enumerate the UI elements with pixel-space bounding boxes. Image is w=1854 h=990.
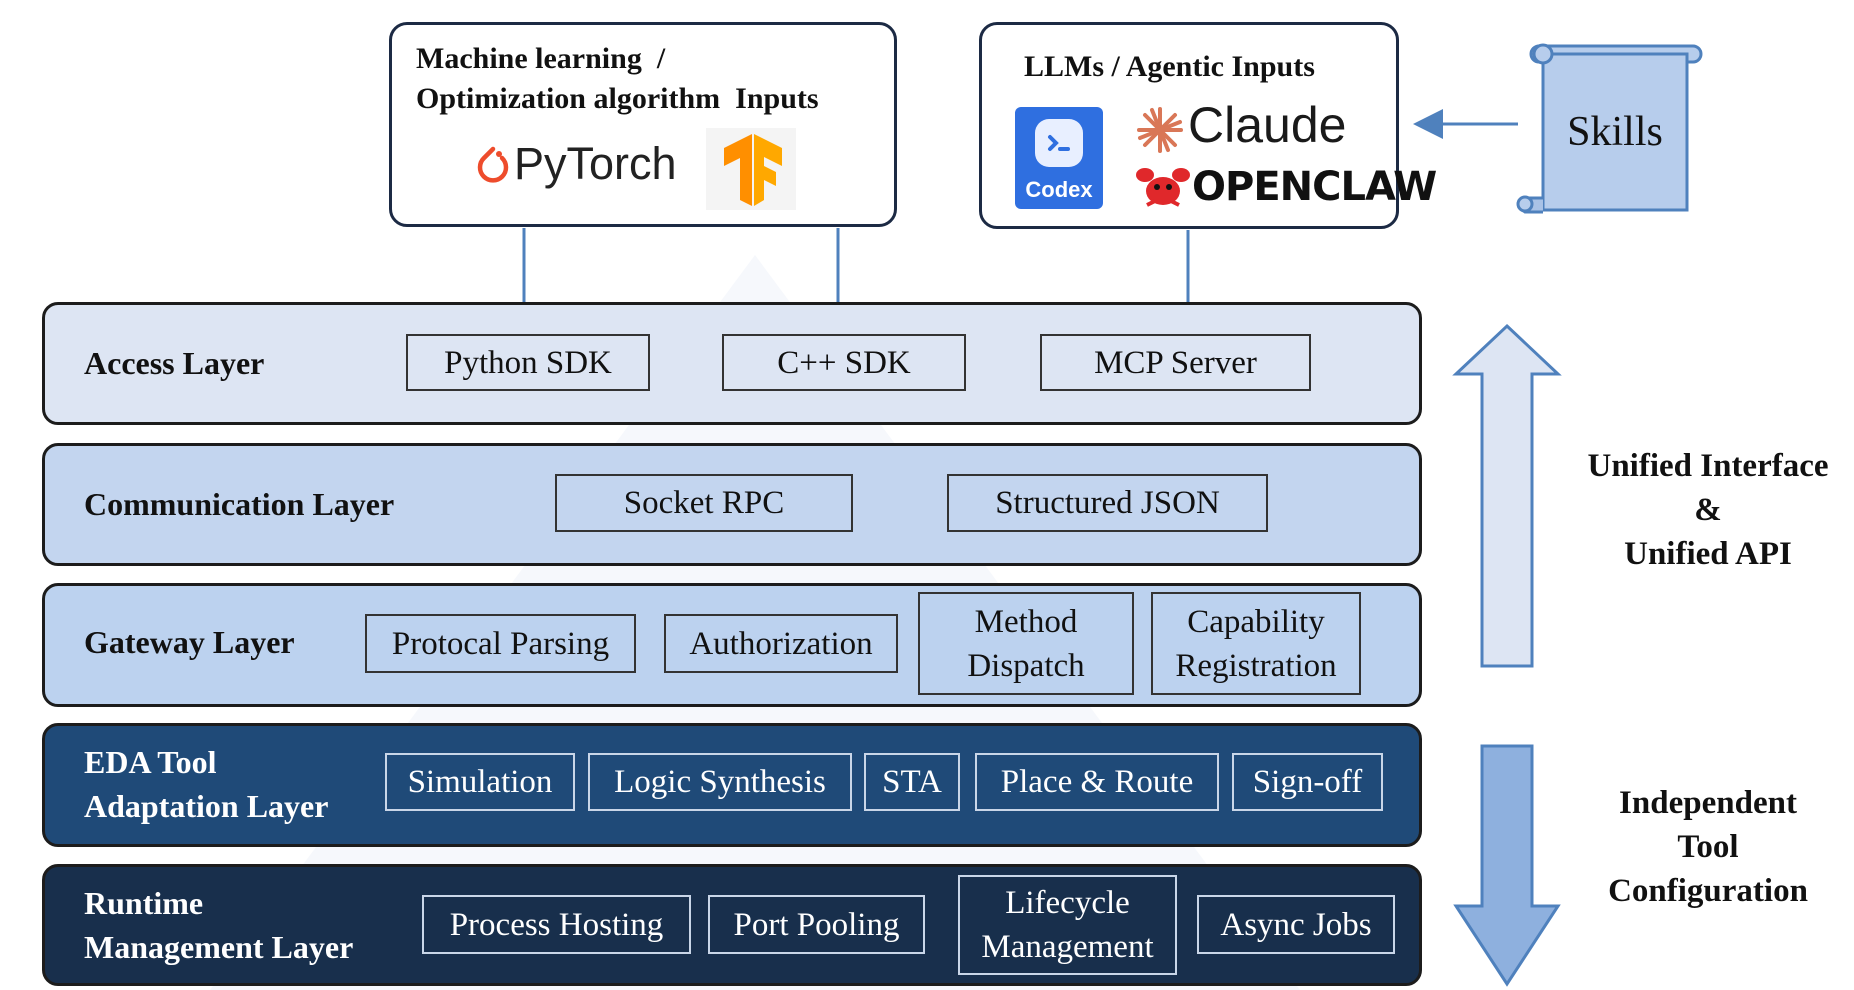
sta-chip: STA: [864, 753, 960, 811]
ml-inputs-box: Machine learning / Optimization algorith…: [389, 22, 897, 227]
python-sdk-chip: Python SDK: [406, 334, 650, 391]
independent-config-label: Independent Tool Configuration: [1608, 785, 1808, 909]
llm-inputs-box: LLMs / Agentic Inputs Codex Claude OPENC…: [979, 22, 1437, 229]
logic-synthesis-chip: Logic Synthesis: [588, 753, 852, 811]
openclaw-label: OPENCLAW: [1192, 164, 1437, 210]
codex-label: Codex: [1025, 177, 1093, 202]
mcp-server-chip: MCP Server: [1040, 334, 1311, 391]
gateway-layer: Gateway Layer Protocal Parsing Authoriza…: [42, 583, 1422, 707]
runtime-layer-title: Runtime Management Layer: [84, 885, 354, 965]
skills-label: Skills: [1567, 109, 1663, 155]
runtime-management-layer: Runtime Management Layer Process Hosting…: [42, 864, 1422, 986]
simulation-chip: Simulation: [385, 753, 575, 811]
capability-registration-chip: Capability Registration: [1151, 592, 1361, 695]
cpp-sdk-chip: C++ SDK: [722, 334, 966, 391]
codex-terminal-icon: [1035, 119, 1083, 167]
unified-interface-label: Unified Interface & Unified API: [1587, 448, 1829, 572]
communication-layer: Communication Layer Socket RPC Structure…: [42, 443, 1422, 566]
socket-rpc-chip: Socket RPC: [555, 474, 853, 532]
pytorch-flame-icon: [477, 146, 509, 183]
connector-arrows: [509, 109, 1518, 340]
tensorflow-logo-icon: [706, 128, 796, 210]
codex-logo: Codex: [1015, 107, 1103, 209]
down-arrow: [1453, 744, 1561, 987]
skills-scroll: Skills: [1503, 32, 1723, 222]
async-jobs-chip: Async Jobs: [1197, 895, 1395, 954]
process-hosting-chip: Process Hosting: [422, 895, 691, 954]
method-dispatch-chip: Method Dispatch: [918, 592, 1134, 695]
lifecycle-management-chip: Lifecycle Management: [958, 875, 1177, 975]
lobster-icon: [1136, 168, 1190, 207]
sign-off-chip: Sign-off: [1232, 753, 1383, 811]
pytorch-label: PyTorch: [514, 138, 677, 189]
protocol-parsing-chip: Protocal Parsing: [365, 614, 636, 673]
access-layer-title: Access Layer: [84, 345, 265, 381]
ml-inputs-title: Machine learning / Optimization algorith…: [416, 42, 819, 115]
authorization-chip: Authorization: [664, 614, 898, 673]
eda-adaptation-layer: EDA Tool Adaptation Layer Simulation Log…: [42, 723, 1422, 847]
place-route-chip: Place & Route: [975, 753, 1219, 811]
llm-inputs-title: LLMs / Agentic Inputs: [1024, 50, 1315, 83]
eda-layer-title: EDA Tool Adaptation Layer: [84, 744, 329, 824]
port-pooling-chip: Port Pooling: [708, 895, 925, 954]
gateway-layer-title: Gateway Layer: [84, 624, 295, 660]
access-layer: Access Layer Python SDK C++ SDK MCP Serv…: [42, 302, 1422, 425]
up-arrow: [1452, 323, 1562, 668]
claude-label: Claude: [1188, 97, 1347, 153]
scroll-icon: [1516, 43, 1703, 214]
claude-starburst-icon: [1137, 107, 1183, 153]
communication-layer-title: Communication Layer: [84, 486, 395, 522]
structured-json-chip: Structured JSON: [947, 474, 1268, 532]
